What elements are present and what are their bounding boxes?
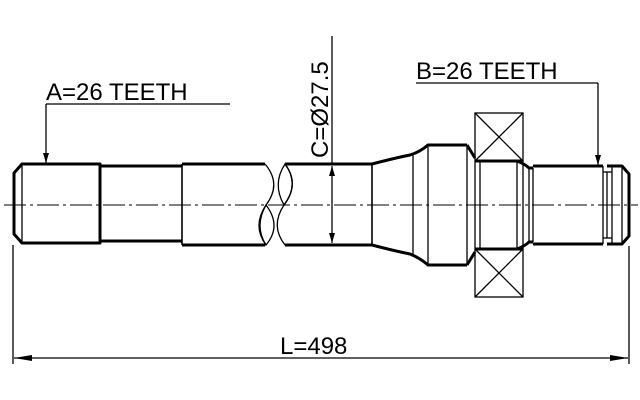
break-section (258, 162, 293, 247)
shaft-segment-left (100, 162, 265, 247)
dimension-c: C=Ø27.5 (307, 36, 335, 243)
diameter-c-label: C=Ø27.5 (307, 61, 334, 158)
shaft-segment-middle (285, 143, 468, 267)
length-l-label: L=498 (280, 333, 347, 360)
leader-b: B=26 TEETH (416, 58, 601, 165)
spline-b-label: B=26 TEETH (416, 58, 558, 85)
spline-section-a (12, 162, 102, 245)
leader-a: A=26 TEETH (43, 79, 230, 163)
dimension-l: L=498 (12, 245, 630, 364)
spline-section-b (533, 164, 631, 246)
bearing-symbol (465, 112, 534, 298)
spline-a-label: A=26 TEETH (46, 79, 188, 106)
